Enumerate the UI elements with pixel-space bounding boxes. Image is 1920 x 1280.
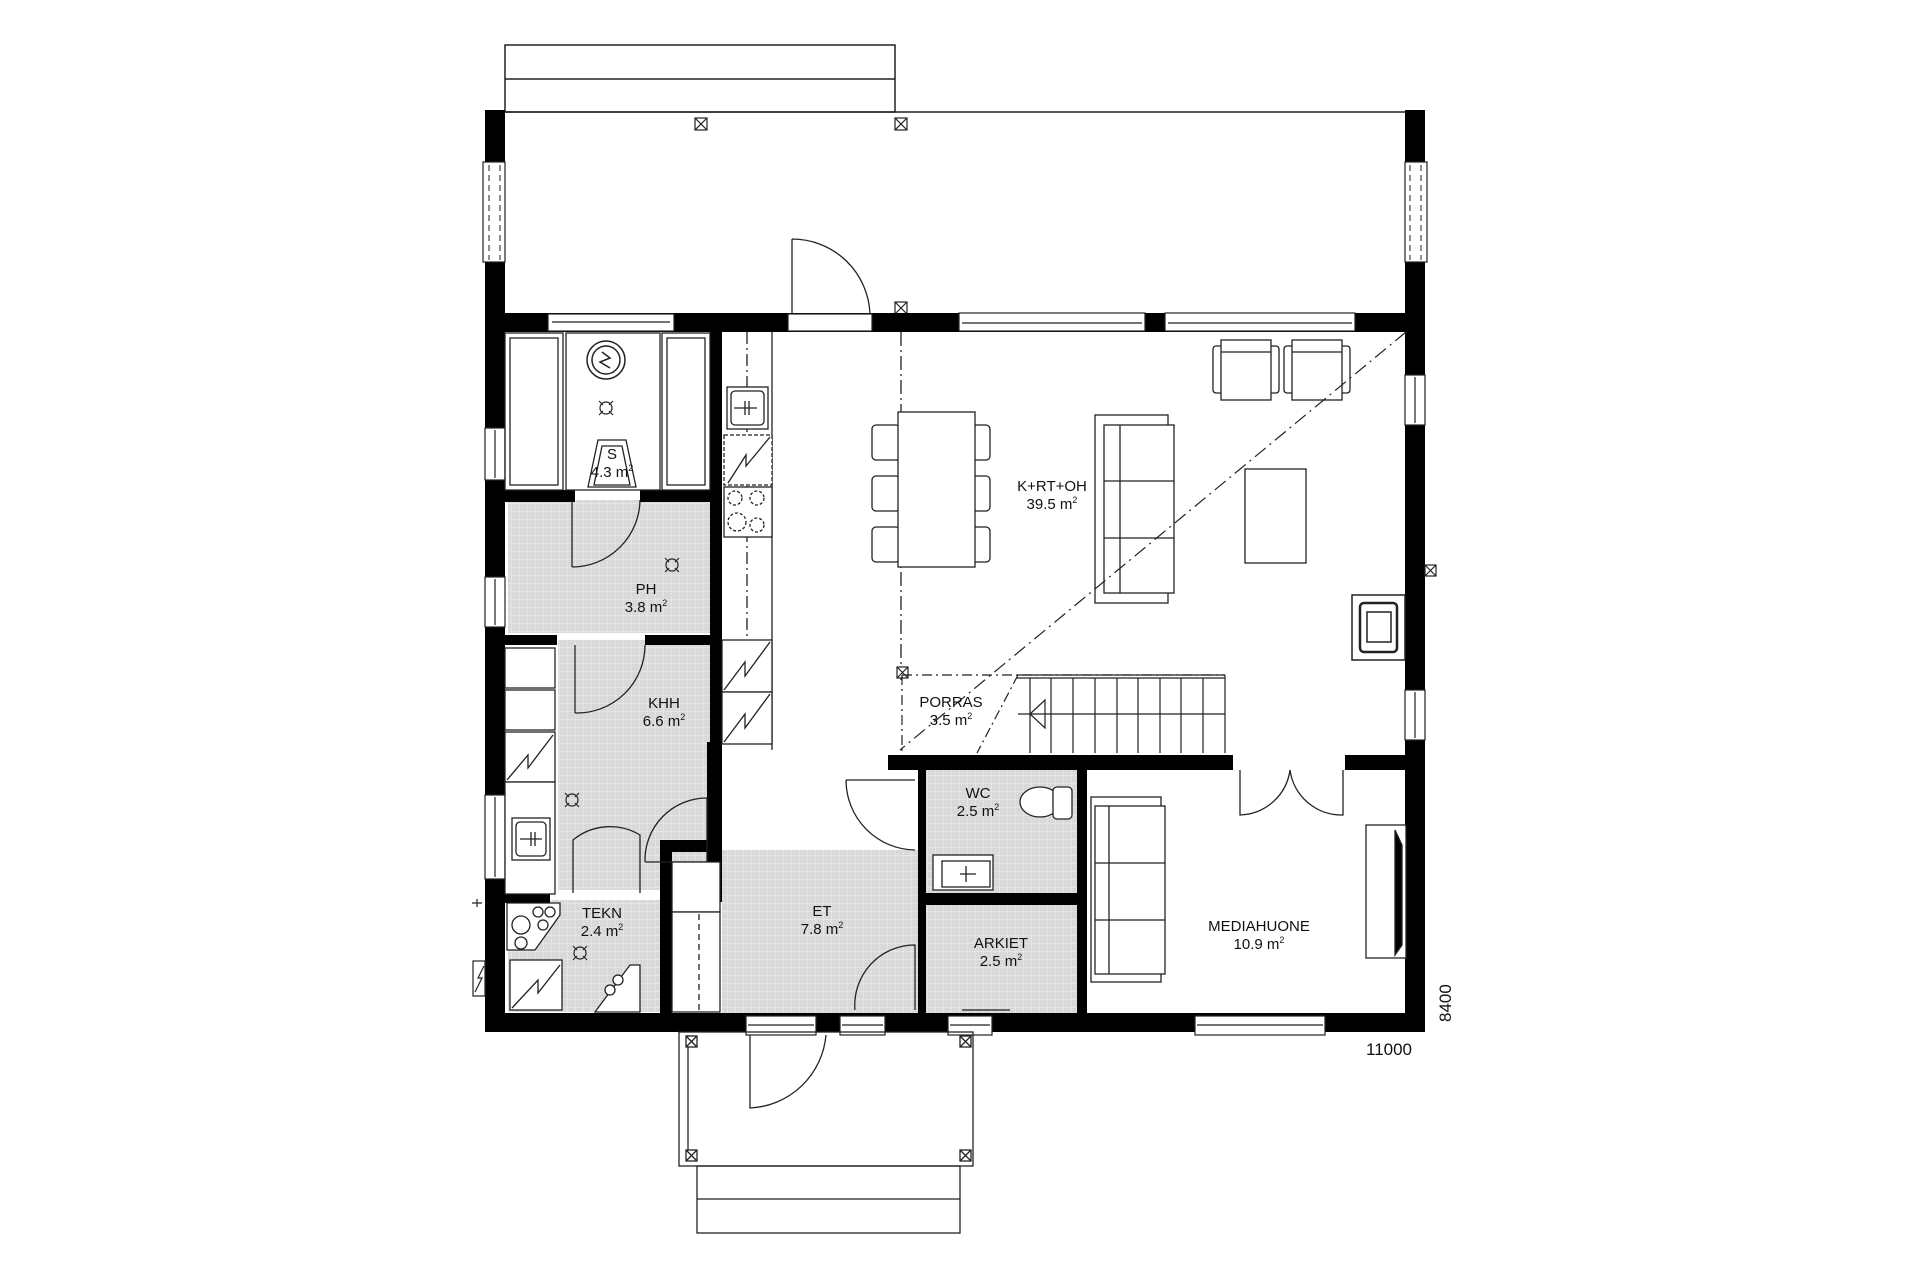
- toilet-icon: [1019, 786, 1073, 820]
- wc-sink-icon: [932, 854, 994, 891]
- room-name: K+RT+OH: [1017, 478, 1087, 495]
- room-area: 3.8 m2: [624, 598, 668, 617]
- armchairs: [1212, 339, 1351, 401]
- room-label-et: ET 7.8 m2: [801, 903, 844, 939]
- entrance-door-swing: [749, 1034, 827, 1109]
- dimension-width: 11000: [1366, 1040, 1413, 1059]
- sauna-benches: [504, 332, 711, 491]
- room-name: WC: [965, 785, 991, 802]
- room-area: 10.9 m2: [1233, 935, 1285, 954]
- tekn-equipment: [506, 902, 641, 1013]
- windows: [484, 312, 1426, 1036]
- room-name: TEKN: [581, 905, 623, 922]
- room-name: MEDIAHUONE: [1208, 918, 1310, 935]
- fireplace-icon: [1351, 594, 1406, 661]
- sauna-stove-icon: [586, 340, 626, 380]
- room-label-media: MEDIAHUONE 10.9 m2: [1208, 918, 1310, 954]
- open-void-line: [899, 331, 1407, 751]
- dimension-depth: 8400: [1436, 984, 1455, 1022]
- room-name: PORRAS: [919, 694, 983, 711]
- sofa: [1094, 414, 1175, 604]
- room-area: 2.5 m2: [956, 802, 1000, 821]
- room-area: 2.4 m2: [580, 922, 624, 941]
- coffee-table: [1244, 468, 1307, 564]
- door-swings: [571, 499, 1344, 1011]
- room-name: KHH: [648, 695, 680, 712]
- closet: [671, 861, 721, 1013]
- room-name: PH: [635, 581, 657, 598]
- room-area: 2.5 m2: [979, 952, 1023, 971]
- room-name: ET: [812, 903, 832, 920]
- terrace: [482, 110, 1428, 322]
- room-label-tekn: TEKN 2.4 m2: [581, 905, 624, 941]
- room-label-sauna: S 4.3 m2: [591, 446, 634, 482]
- room-label-khh: KHH 6.6 m2: [643, 695, 686, 731]
- utility-cabinets: [504, 647, 556, 895]
- kitchen-counter: [721, 332, 773, 750]
- room-area: 7.8 m2: [800, 920, 844, 939]
- room-area: 39.5 m2: [1026, 495, 1078, 514]
- post-icon: [694, 117, 908, 315]
- room-area: 6.6 m2: [642, 712, 686, 731]
- front-porch: [678, 1031, 974, 1234]
- ceiling-light-icon: [564, 400, 680, 961]
- room-area: 4.3 m2: [590, 463, 634, 482]
- room-label-ph: PH 3.8 m2: [625, 581, 668, 617]
- exterior-meter-icon: [472, 899, 486, 997]
- room-label-krtoh: K+RT+OH 39.5 m2: [1017, 478, 1087, 514]
- tv-unit: [1365, 824, 1407, 959]
- wall-mark-icon: [1424, 564, 1437, 577]
- room-label-porras: PORRAS 3.5 m2: [919, 694, 982, 730]
- interior-walls: [505, 332, 1405, 1015]
- top-steps: [504, 44, 896, 113]
- room-name: ARKIET: [973, 935, 1029, 952]
- room-name: S: [606, 446, 618, 463]
- room-label-arkiet: ARKIET 2.5 m2: [974, 935, 1028, 971]
- staircase: [896, 666, 1226, 754]
- room-area: 3.5 m2: [929, 711, 973, 730]
- room-label-wc: WC 2.5 m2: [957, 785, 1000, 821]
- dining-set: [871, 332, 991, 680]
- media-sofa: [1090, 796, 1166, 983]
